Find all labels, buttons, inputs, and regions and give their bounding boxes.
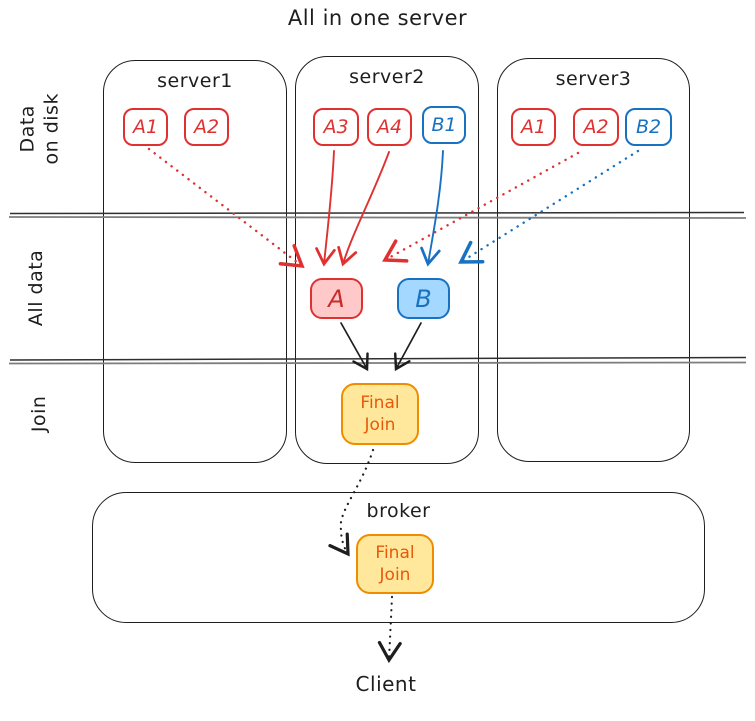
- client-label: Client: [355, 672, 417, 696]
- final-join-broker-box: Final Join: [356, 534, 434, 594]
- data-node-b2-server3: B2: [625, 108, 672, 146]
- server3-box: server3 A1 A2 B2: [497, 58, 690, 462]
- merged-node-a: A: [310, 278, 363, 319]
- final-join-line: Join: [364, 415, 396, 435]
- final-join-line: Join: [379, 565, 411, 585]
- final-join-server-box: Final Join: [341, 383, 419, 445]
- data-node-a3-server2: A3: [313, 108, 359, 146]
- diagram-title: All in one server: [287, 6, 468, 30]
- broker-box: broker Final Join: [92, 492, 705, 623]
- data-node-b1-server2: B1: [422, 106, 466, 144]
- data-node-a2-server3: A2: [573, 108, 619, 146]
- server3-name: server3: [555, 68, 632, 90]
- broker-name: broker: [366, 500, 431, 522]
- server2-box: server2 A3 A4 B1: [295, 56, 479, 464]
- data-node-a2-server1: A2: [184, 108, 229, 146]
- data-node-a1-server1: A1: [123, 108, 168, 146]
- server1-box: server1 A1 A2: [103, 60, 287, 463]
- final-join-line: Final: [360, 392, 400, 413]
- server2-name: server2: [349, 66, 425, 88]
- server1-name: server1: [157, 70, 233, 92]
- merged-node-b: B: [397, 278, 450, 319]
- data-node-a4-server2: A4: [367, 108, 412, 146]
- final-join-line: Final: [375, 542, 415, 563]
- data-node-a1-server3: A1: [511, 108, 556, 146]
